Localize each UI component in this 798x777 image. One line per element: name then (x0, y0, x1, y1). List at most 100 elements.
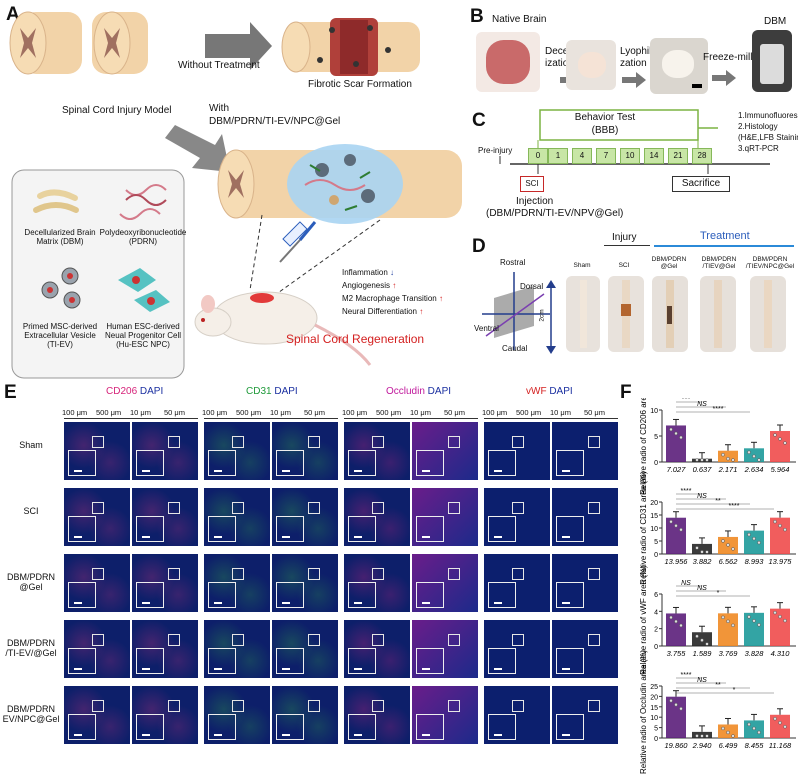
roi-box (308, 568, 320, 580)
data-point (783, 527, 787, 532)
data-point (705, 458, 709, 462)
micrograph (552, 686, 618, 744)
data-point (747, 532, 751, 537)
scale-label: 100 μm (202, 408, 228, 417)
scale-label: 100 μm (62, 408, 88, 417)
bar (744, 612, 764, 646)
significance-label: ** (715, 682, 721, 689)
effect-angiogenesis: Angiogenesis ↑ (342, 281, 397, 290)
scale-bar (214, 602, 222, 604)
effect-neural: Neural Differentiation ↑ (342, 307, 424, 316)
significance-label: NS (697, 493, 707, 500)
value-label: 2.940 (692, 741, 713, 750)
day-0: 0 (528, 148, 548, 164)
y-tick-label: 5 (654, 434, 658, 441)
injury-label: Injury (612, 232, 637, 243)
y-tick-label: 10 (650, 715, 658, 722)
data-point (679, 623, 683, 628)
value-label: 3.755 (667, 649, 687, 658)
dapi-label: DAPI (424, 386, 452, 397)
micrograph (552, 488, 618, 546)
scale-bar (214, 536, 222, 538)
data-point (747, 450, 751, 455)
scale-bar (422, 734, 430, 736)
scale-label: 50 μm (164, 408, 185, 417)
bar (770, 608, 790, 646)
micrograph (412, 620, 478, 678)
group-npc-label: DBM/PDRN /TIEV/NPC@Gel (745, 256, 795, 270)
stain-header-0: CD206 DAPI (106, 386, 163, 397)
roi-box (168, 700, 180, 712)
scale-bar (214, 470, 222, 472)
scale-bar (422, 602, 430, 604)
data-point (674, 702, 678, 707)
data-point (731, 623, 735, 628)
inset-zoom (276, 647, 305, 674)
sci-box: SCI (520, 176, 544, 192)
scale-bar (422, 470, 430, 472)
micrograph (344, 422, 410, 480)
injection-agents-label: (DBM/PDRN/TI-EV/NPV@Gel) (486, 208, 624, 219)
day-10: 10 (620, 148, 640, 164)
caudal-label: Caudal (502, 344, 528, 353)
y-tick-label: 2 (654, 627, 658, 634)
micrograph (132, 422, 198, 480)
significance-label: * (733, 687, 736, 694)
value-label: 7.027 (667, 465, 687, 474)
micrograph (204, 488, 270, 546)
micrograph (204, 554, 270, 612)
scale-label: 10 μm (130, 408, 151, 417)
row-label: DBM/PDRN /TI-EV/@Gel (5, 638, 57, 658)
ti-ev-icon (41, 267, 81, 309)
scale-bar (74, 668, 82, 670)
micrograph (132, 686, 198, 744)
rat-illustration (194, 291, 372, 366)
bar (692, 543, 712, 554)
data-point (669, 519, 673, 524)
micrograph (272, 620, 338, 678)
arrow-3-icon (712, 70, 736, 86)
inset-zoom (488, 581, 517, 608)
inset-zoom (68, 449, 97, 476)
significance-label: * (717, 590, 720, 597)
scale-bar (142, 602, 150, 604)
dorsal-label: Dorsal (520, 282, 544, 291)
data-point (705, 642, 709, 646)
data-point (726, 543, 730, 547)
scale-label: 10 μm (270, 408, 291, 417)
scale-bar (494, 536, 502, 538)
inset-zoom (416, 713, 445, 740)
scale-label: 10 μm (550, 408, 571, 417)
bbb-label: (BBB) (591, 125, 619, 136)
native-brain-label: Native Brain (492, 14, 547, 25)
value-label: 8.455 (745, 741, 765, 750)
micrograph (552, 554, 618, 612)
scale-label: 100 μm (482, 408, 508, 417)
data-point (721, 726, 725, 731)
micrograph (412, 686, 478, 744)
y-tick-label: 0 (654, 552, 658, 559)
inset-zoom (348, 713, 377, 740)
micrograph (412, 488, 478, 546)
scale-bar (282, 668, 290, 670)
data-point (674, 619, 678, 624)
scale-bar (562, 602, 570, 604)
bar (666, 613, 686, 646)
panel-b-letter: B (470, 6, 484, 27)
bar (666, 517, 686, 554)
micrograph (132, 554, 198, 612)
injury-underline (604, 245, 650, 246)
scale-bar (422, 668, 430, 670)
roi-box (588, 700, 600, 712)
data-point (757, 623, 761, 627)
inset-zoom (136, 515, 165, 542)
dbm-label: DBM (764, 16, 787, 27)
injection-label: Injection (516, 196, 554, 207)
freeze-mill-label: Freeze-mill (703, 52, 753, 63)
value-label: 3.769 (719, 649, 739, 658)
data-point (783, 618, 787, 623)
lyophilization-label: Lyophili- zation (620, 46, 657, 69)
micrograph (412, 554, 478, 612)
roi-box (448, 700, 460, 712)
treatment-underline (654, 245, 794, 247)
